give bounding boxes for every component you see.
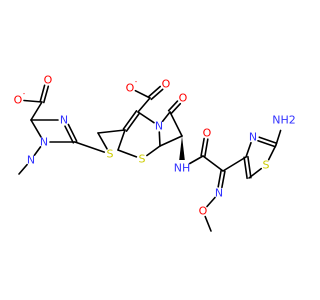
atom-label-o5: O bbox=[179, 92, 188, 105]
atom-label-n4: N bbox=[249, 131, 257, 144]
bond-c4-cc bbox=[137, 97, 151, 113]
atom-label-o1: O bbox=[14, 94, 23, 107]
atom-o2: O bbox=[44, 74, 53, 87]
bond-c_o-ct1 bbox=[30, 101, 43, 121]
wedge-bond-c7-nh bbox=[179, 136, 185, 160]
atom-label-o2: O bbox=[44, 74, 53, 87]
atom-label-s2: S bbox=[139, 153, 146, 166]
bond-n4-c2t-a bbox=[257, 140, 277, 148]
atom-label-s1: S bbox=[107, 148, 114, 161]
atom-label-o3: O bbox=[126, 82, 135, 95]
bond-n6-o7 bbox=[206, 196, 216, 208]
atom-o3: O- bbox=[126, 78, 138, 95]
atom-s1: S bbox=[107, 148, 114, 161]
atom-n5: N bbox=[155, 120, 163, 133]
bond-ca-o6-b bbox=[200, 137, 205, 157]
atom-label-n6: N bbox=[215, 187, 223, 200]
bond-c8-c7 bbox=[169, 111, 183, 137]
atom-s3: S bbox=[263, 159, 270, 172]
atom-label-s3: S bbox=[263, 159, 270, 172]
bond-c7-c6 bbox=[159, 135, 183, 147]
charge-label-o3: - bbox=[135, 78, 138, 86]
bond-ca-cb bbox=[202, 155, 224, 172]
bond-c6-s2 bbox=[146, 145, 161, 157]
bond-c2-c3 bbox=[117, 129, 126, 151]
atom-label-n2: N bbox=[27, 154, 35, 167]
bond-c4t-n4 bbox=[245, 141, 252, 158]
atom-n2: N bbox=[27, 154, 35, 167]
atom-label-n3: N bbox=[60, 114, 68, 127]
bond-cb-c4t bbox=[222, 156, 247, 172]
bond-c_o-o2-b bbox=[39, 84, 46, 103]
bond-c8-o5-b bbox=[167, 100, 179, 112]
atom-label-n1: N bbox=[40, 136, 48, 149]
atom-o6: O bbox=[203, 127, 212, 140]
atom-nh2: NH2 bbox=[272, 114, 296, 127]
atom-n6: N bbox=[215, 187, 223, 200]
bond-cc-o4-b bbox=[147, 85, 161, 98]
bond-c5t-c4t-a bbox=[247, 155, 252, 179]
atom-label-nh: NH bbox=[174, 162, 191, 175]
atom-s2: S bbox=[139, 153, 146, 166]
atom-o7: O bbox=[199, 205, 208, 218]
bond-n2-me1 bbox=[18, 163, 28, 175]
bond-n1-n2 bbox=[33, 146, 42, 156]
atom-o4: O bbox=[162, 78, 171, 91]
atom-o5: O bbox=[179, 92, 188, 105]
bond-nh-ca bbox=[189, 155, 204, 165]
atom-o1: O- bbox=[14, 90, 26, 107]
atom-label-o7: O bbox=[199, 205, 208, 218]
bond-ch2-c3 bbox=[97, 129, 126, 134]
bond-n4-c2t-b bbox=[258, 136, 278, 144]
bond-c_o-o2-a bbox=[42, 85, 50, 104]
bond-s1-ch2 bbox=[97, 132, 108, 150]
bond-o1-c_o bbox=[23, 99, 43, 103]
atom-n4: N bbox=[249, 131, 257, 144]
bond-c3t-s1 bbox=[74, 141, 106, 153]
bond-c8-o5-a bbox=[170, 102, 182, 115]
bond-ct1-n1 bbox=[30, 119, 42, 138]
bond-c2t-s3 bbox=[267, 144, 277, 161]
bond-s2-c2 bbox=[117, 149, 138, 158]
bond-n5-c8 bbox=[161, 111, 171, 123]
atom-label-o4: O bbox=[162, 78, 171, 91]
bond-cb-n6-a bbox=[217, 169, 222, 188]
atom-nh: NH bbox=[174, 162, 191, 175]
bond-c3-c4-a bbox=[125, 112, 141, 132]
atom-n1: N bbox=[40, 136, 48, 149]
bond-c6-n5 bbox=[158, 131, 161, 147]
bond-ca-o6-a bbox=[204, 138, 209, 158]
bond-layer bbox=[18, 84, 282, 232]
bond-c4-n5 bbox=[137, 111, 155, 124]
bond-cb-n6-b bbox=[221, 170, 226, 189]
bond-c5t-c4t-b bbox=[243, 156, 248, 180]
atom-label-o6: O bbox=[203, 127, 212, 140]
bond-c3-c4-b bbox=[122, 110, 138, 130]
atom-label-n5: N bbox=[155, 120, 163, 133]
bond-c2t-nh2 bbox=[275, 129, 282, 146]
atom-n3: N bbox=[60, 114, 68, 127]
atom-label-nh2: NH2 bbox=[272, 114, 296, 127]
bond-c3t-n3-a bbox=[67, 123, 78, 142]
charge-label-o1: - bbox=[23, 90, 26, 98]
bond-c3t-n3-b bbox=[64, 125, 75, 144]
bond-o7-me2 bbox=[204, 215, 212, 232]
bond-cc-o4-a bbox=[150, 88, 164, 101]
bond-cc-o3 bbox=[134, 89, 151, 99]
